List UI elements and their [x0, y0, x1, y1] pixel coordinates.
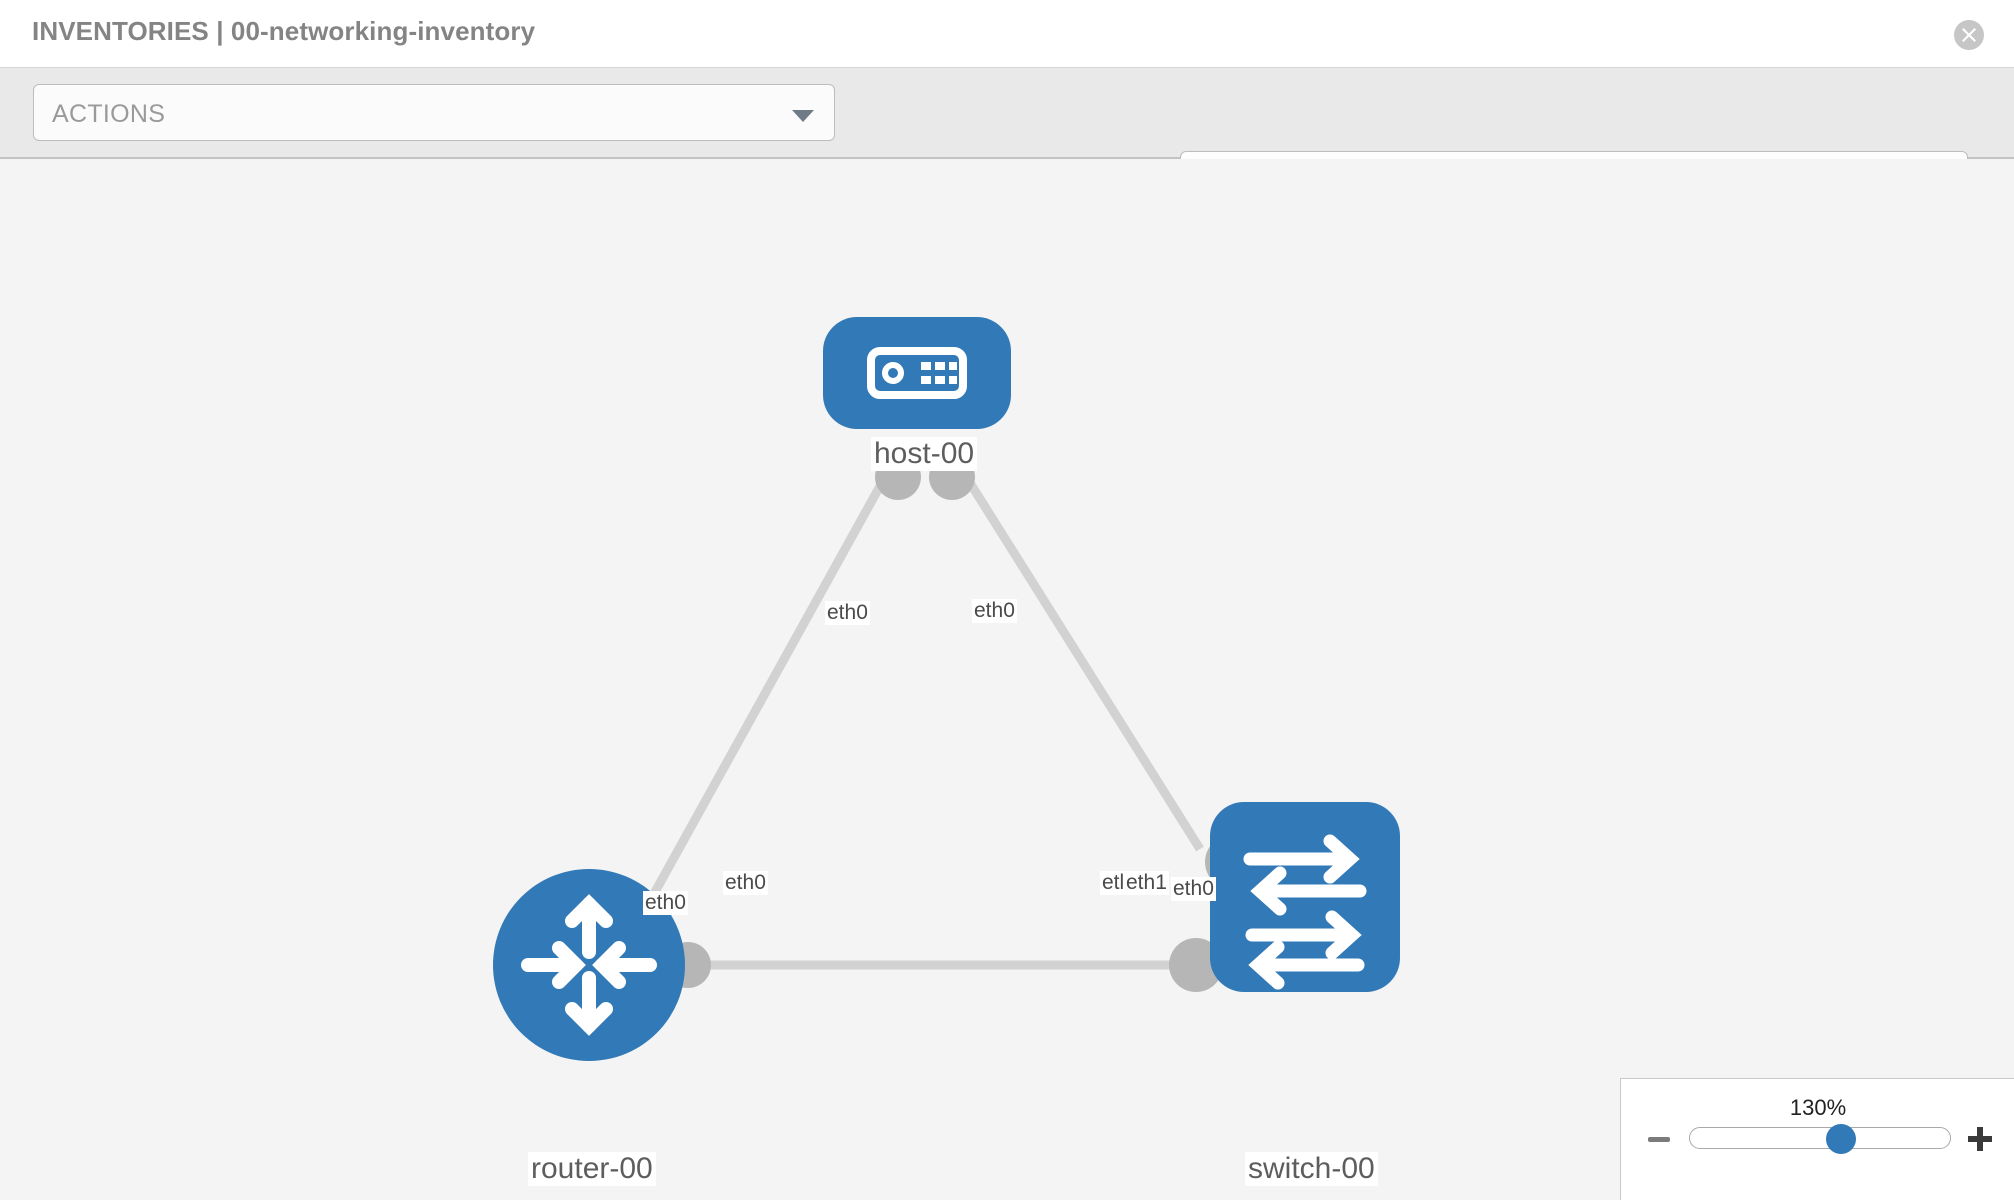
iface-label-router00-eth0-north[interactable]: eth0 — [643, 891, 688, 916]
close-icon[interactable] — [1954, 20, 1984, 50]
node-label-host-00[interactable]: host-00 — [871, 437, 978, 471]
topology-canvas[interactable]: eth0 eth0 eth0 eth0 eth0 etl eth1 host-0… — [0, 159, 2014, 1200]
router-arrows-icon — [521, 894, 657, 1036]
iface-label-switch00-eth1-west[interactable]: eth1 — [1124, 871, 1169, 896]
iface-label-switch00-eth0-north[interactable]: eth0 — [1171, 877, 1216, 902]
node-router-00-shape[interactable] — [493, 869, 685, 1061]
iface-label-host00-eth0-right[interactable]: eth0 — [972, 599, 1017, 624]
page-title: INVENTORIES | 00-networking-inventory — [32, 16, 536, 46]
node-label-switch-00[interactable]: switch-00 — [1245, 1152, 1378, 1186]
topology-graph — [493, 317, 1400, 1061]
actions-dropdown-label: ACTIONS — [52, 100, 166, 128]
iface-label-router00-eth0-east[interactable]: eth0 — [723, 871, 768, 896]
iface-label-host00-eth0-left[interactable]: eth0 — [825, 601, 870, 626]
zoom-out-button[interactable] — [1648, 1137, 1670, 1142]
iface-label-switch00-partial[interactable]: etl — [1100, 871, 1127, 896]
link-host00-switch00[interactable] — [951, 456, 1204, 852]
connector-switch00-west[interactable] — [1169, 938, 1223, 992]
link-connectors — [665, 454, 1259, 992]
zoom-slider-thumb[interactable] — [1825, 1124, 1856, 1154]
page-header: INVENTORIES | 00-networking-inventory — [0, 0, 2014, 68]
node-host-00[interactable] — [823, 317, 1011, 429]
zoom-control-panel: 130% — [1620, 1078, 2014, 1200]
link-host00-router00[interactable] — [636, 456, 899, 922]
zoom-percent-label: 130% — [1789, 1095, 1847, 1120]
server-device-icon — [867, 347, 967, 399]
chevron-down-icon — [792, 110, 814, 122]
toolbar: ACTIONS SEARCH — [0, 68, 2014, 208]
node-label-router-00[interactable]: router-00 — [528, 1152, 656, 1186]
actions-dropdown[interactable]: ACTIONS — [33, 84, 835, 141]
zoom-in-button[interactable] — [1968, 1127, 1992, 1151]
node-switch-00[interactable] — [1210, 802, 1400, 992]
node-host-00-shape[interactable] — [823, 317, 1011, 429]
link-edges — [636, 456, 1204, 970]
zoom-slider-track[interactable] — [1689, 1127, 1951, 1149]
switch-arrows-icon — [1243, 834, 1367, 990]
node-router-00[interactable] — [493, 869, 685, 1061]
